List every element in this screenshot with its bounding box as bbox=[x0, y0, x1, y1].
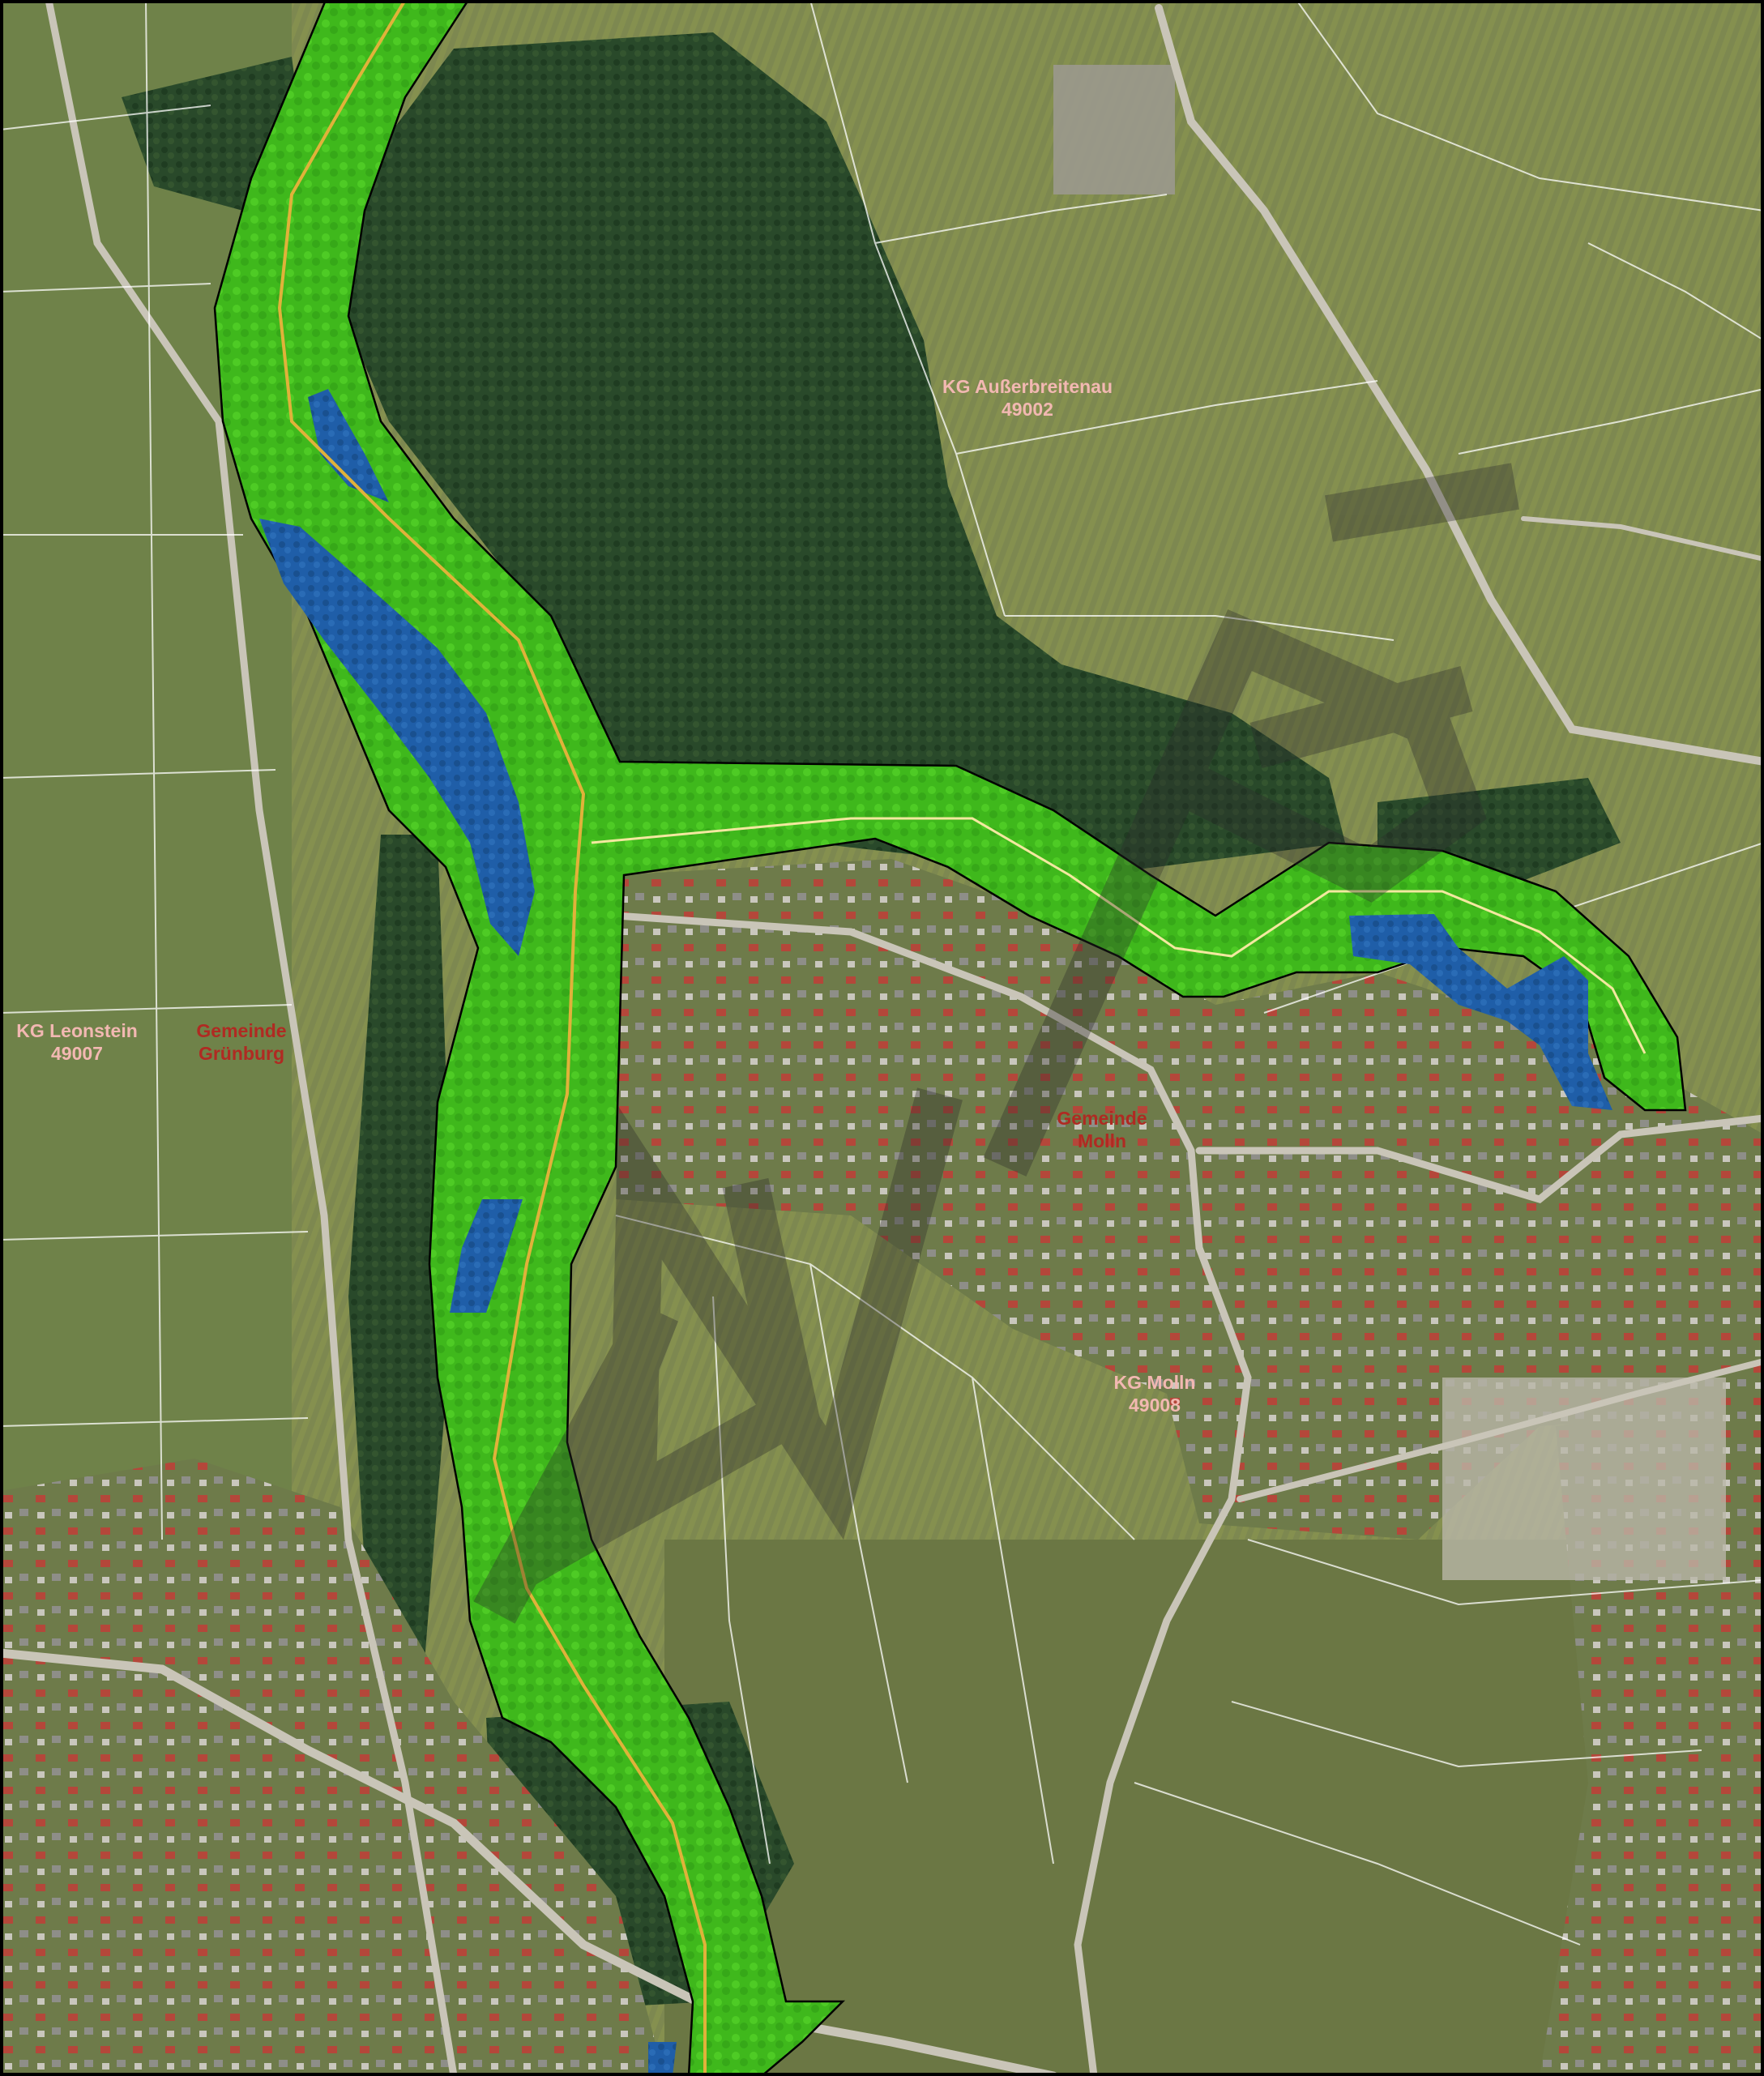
label-gemeinde-molln: Gemeinde Molln bbox=[1057, 1107, 1147, 1152]
river-centerline bbox=[277, 0, 707, 2076]
flood-zone-blue-west bbox=[259, 519, 535, 956]
flood-zone-blue-east bbox=[1349, 914, 1612, 1110]
draft-watermark bbox=[473, 463, 1519, 1624]
central-forest bbox=[340, 32, 1345, 875]
label-gemeinde-molln-line1: Gemeinde bbox=[1057, 1108, 1147, 1129]
label-kg-leonstein-name: KG Leonstein bbox=[16, 1020, 138, 1041]
flood-zone-blue-north bbox=[308, 389, 389, 502]
label-kg-ausserbreitenau-name: KG Außerbreitenau bbox=[942, 376, 1113, 397]
floodplain-main-channel bbox=[213, 0, 1687, 2076]
molln-village bbox=[616, 859, 1764, 1540]
label-kg-leonstein-code: 49007 bbox=[51, 1043, 103, 1064]
label-kg-ausserbreitenau: KG Außerbreitenau 49002 bbox=[942, 375, 1113, 421]
label-gemeinde-gruenburg: Gemeinde Grünburg bbox=[196, 1019, 286, 1065]
farm-buildings bbox=[1053, 65, 1175, 194]
label-kg-ausserbreitenau-code: 49002 bbox=[1002, 399, 1053, 420]
label-kg-molln-name: KG Molln bbox=[1113, 1372, 1196, 1393]
label-kg-molln: KG Molln 49008 bbox=[1114, 1371, 1196, 1416]
flood-zone-blue-south bbox=[648, 2042, 677, 2076]
label-gemeinde-gruenburg-line1: Gemeinde bbox=[196, 1020, 287, 1041]
label-gemeinde-molln-line2: Molln bbox=[1077, 1130, 1127, 1151]
label-kg-leonstein: KG Leonstein 49007 bbox=[16, 1019, 138, 1065]
label-gemeinde-gruenburg-line2: Grünburg bbox=[198, 1043, 285, 1064]
west-forest-strip bbox=[348, 835, 454, 1702]
flood-zone-blue-middle bbox=[450, 1199, 523, 1313]
label-kg-molln-code: 49008 bbox=[1129, 1395, 1181, 1416]
tributary-centerline bbox=[591, 817, 1647, 1054]
